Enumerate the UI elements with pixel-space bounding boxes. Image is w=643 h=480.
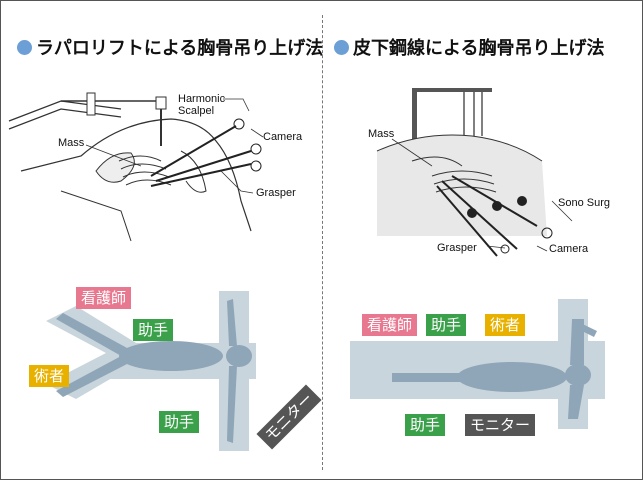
patient-silhouette [56,299,252,443]
camera-label: Camera [549,243,589,255]
bullet-icon [334,39,349,55]
grasper-label: Grasper [256,187,296,199]
surgeon-tag: 術者 [485,314,526,336]
bullet-icon [17,39,32,55]
assistant-tag-bottom: 助手 [159,411,200,433]
mass-label: Mass [368,128,395,140]
patient-silhouette [392,319,597,419]
laparolift-illustration [8,92,264,242]
left-panel: ラパロリフトによる胸骨吊り上げ法 [1,1,323,479]
left-heading: ラパロリフトによる胸骨吊り上げ法 [17,34,323,60]
right-heading: 皮下鋼線による胸骨吊り上げ法 [334,34,604,60]
right-or-layout [350,299,605,429]
sono-surg-label: Sono Surg [558,197,610,209]
panel-divider [322,15,323,470]
grasper-label: Grasper [437,242,477,254]
surgeon-tag: 術者 [29,365,70,387]
monitor-tag: モニター [465,414,536,436]
assistant-tag-top: 助手 [133,319,174,341]
nurse-tag: 看護師 [362,314,418,336]
left-or-layout [46,291,256,451]
scalpel-label: Scalpel [178,105,215,117]
right-title: 皮下鋼線による胸骨吊り上げ法 [353,38,605,59]
right-panel: 皮下鋼線による胸骨吊り上げ法 [322,1,642,479]
assistant-tag-top: 助手 [426,314,467,336]
camera-label: Camera [263,131,303,143]
mass-label: Mass [58,137,85,149]
harmonic-label: Harmonic [178,93,226,105]
left-title: ラパロリフトによる胸骨吊り上げ法 [36,38,324,59]
nurse-tag: 看護師 [76,287,132,309]
assistant-tag-bottom: 助手 [405,414,446,436]
subcutaneous-wire-illustration [376,88,573,257]
